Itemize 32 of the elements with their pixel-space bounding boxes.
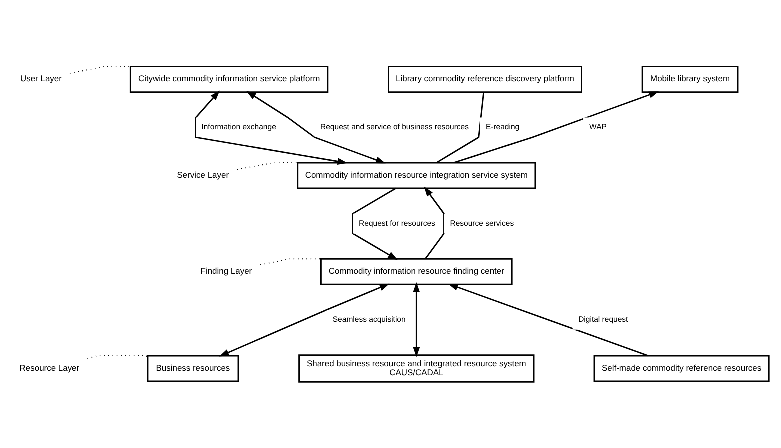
- edge-label: Digital request: [578, 314, 628, 324]
- node-box: Mobile library system: [642, 66, 739, 92]
- edge-label: WAP: [590, 122, 607, 132]
- edge-label: Request for resources: [359, 218, 436, 228]
- node-box: Shared business resource and integrated resource system CAUS/CADAL: [298, 354, 535, 382]
- edge-label: Request and service of business resources: [320, 122, 469, 132]
- node-text: Finding Layer: [200, 266, 252, 276]
- node-text: Service Layer: [177, 169, 230, 180]
- connector: [70, 66, 130, 74]
- arrow: [448, 283, 649, 356]
- node-box: Self-made commodity reference resources: [594, 354, 770, 382]
- node-box: Commodity information resource integration service system: [297, 162, 536, 189]
- arrow: [219, 283, 390, 356]
- connector: [88, 354, 148, 359]
- arrow: [352, 187, 398, 260]
- arrow: [413, 282, 420, 357]
- arrow: [454, 91, 660, 164]
- arrow: [424, 186, 445, 260]
- node-box: Citywide commodity information service platform: [130, 66, 329, 92]
- edge-label: Resource services: [450, 218, 514, 228]
- edge-label: Seamless acquisition: [332, 314, 406, 324]
- connector: [436, 92, 485, 164]
- node-box: Commodity information resource finding center: [320, 258, 513, 285]
- arrow: [246, 90, 386, 164]
- edge-label: E-reading: [486, 122, 520, 132]
- connector: [260, 258, 322, 266]
- node-text: User Layer: [20, 73, 62, 84]
- node-box: Library commodity reference discovery platform: [388, 66, 582, 92]
- node-text: Resource Layer: [20, 362, 80, 372]
- node-box: Business resources: [147, 354, 240, 382]
- connector: [237, 162, 298, 170]
- edge-label: Information exchange: [202, 122, 276, 132]
